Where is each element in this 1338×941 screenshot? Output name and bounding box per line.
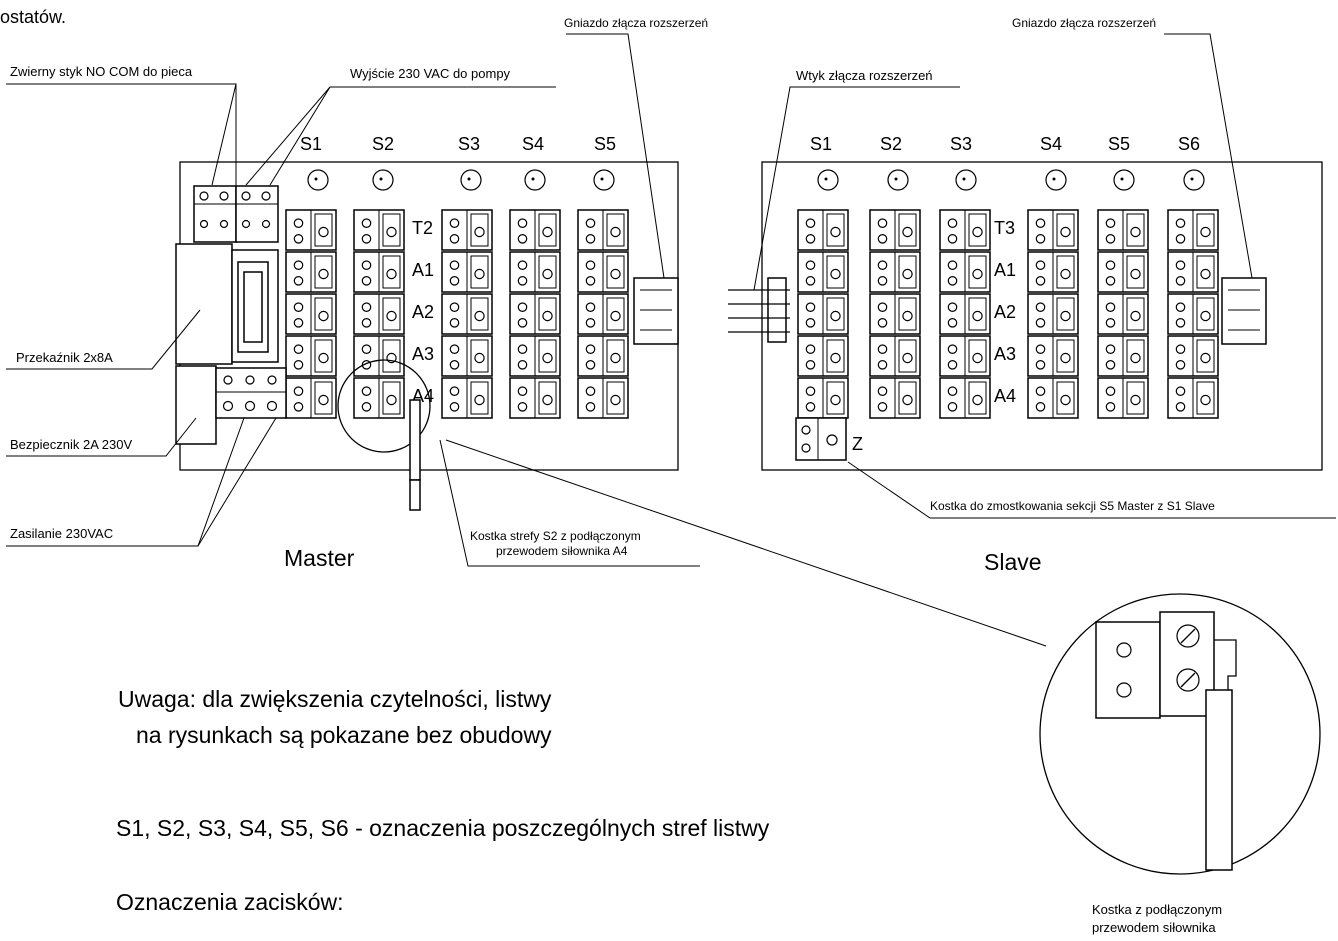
zone-led: [460, 169, 482, 191]
slave-section-s6: S6: [1178, 134, 1200, 154]
slave-section-s2: S2: [880, 134, 902, 154]
master-top-terminals: [193, 185, 279, 243]
slave-section-s1: S1: [810, 134, 832, 154]
master-terminal-a3: A3: [412, 344, 434, 364]
zoom-detail-block: [1095, 611, 1237, 871]
terminals-heading: Oznaczenia zacisków:: [116, 889, 344, 915]
label-no-com: Zwierny styk NO COM do pieca: [10, 64, 193, 79]
master-section-s5: S5: [594, 134, 616, 154]
bridge-terminal-label: Z: [852, 434, 863, 454]
slave-section-s4: S4: [1040, 134, 1062, 154]
slave-title: Slave: [984, 549, 1042, 575]
zone-led: [1045, 169, 1067, 191]
master-expansion-socket: [633, 277, 679, 345]
label-pump: Wyjście 230 VAC do pompy: [350, 66, 511, 81]
label-slave-socket: Gniazdo złącza rozszerzeń: [1012, 16, 1156, 30]
slave-terminal-a1: A1: [994, 260, 1016, 280]
master-terminal-a2: A2: [412, 302, 434, 322]
master-terminal-strips: [285, 209, 629, 419]
slave-terminal-strips: [797, 209, 1219, 419]
master-terminal-a1: A1: [412, 260, 434, 280]
slave-board: [761, 161, 1323, 471]
slave-terminal-a2: A2: [994, 302, 1016, 322]
master-section-s1: S1: [300, 134, 322, 154]
zone-led: [1183, 169, 1205, 191]
power-terminals: [215, 367, 287, 419]
zone-led: [1113, 169, 1135, 191]
label-slave-plug: Wtyk złącza rozszerzeń: [796, 68, 933, 83]
master-section-s2: S2: [372, 134, 394, 154]
zone-led: [955, 169, 977, 191]
label-zoom-2: przewodem siłownika: [1092, 920, 1216, 935]
note-line-1: Uwaga: dla zwiększenia czytelności, list…: [118, 686, 552, 712]
label-s2-block-2: przewodem siłownika A4: [496, 544, 628, 558]
master-section-s3: S3: [458, 134, 480, 154]
slave-section-s3: S3: [950, 134, 972, 154]
slave-zone-leds: [817, 169, 1205, 191]
label-bridge-block: Kostka do zmostkowania sekcji S5 Master …: [930, 499, 1215, 513]
zoom-marker-circle: [337, 359, 431, 453]
label-zoom-1: Kostka z podłączonym: [1092, 902, 1222, 917]
note-line-2: na rysunkach są pokazane bez obudowy: [136, 722, 552, 748]
zone-led: [524, 169, 546, 191]
zoom-detail-circle: [1039, 593, 1321, 875]
slave-terminal-a4: A4: [994, 386, 1016, 406]
label-relay: Przekaźnik 2x8A: [16, 350, 113, 365]
zone-led: [593, 169, 615, 191]
bridge-block: [795, 417, 847, 461]
slave-section-s5: S5: [1108, 134, 1130, 154]
slave-terminal-t3: T3: [994, 218, 1015, 238]
header-fragment: ostatów.: [0, 7, 66, 27]
label-s2-block-1: Kostka strefy S2 z podłączonym: [470, 529, 641, 543]
master-section-s4: S4: [522, 134, 544, 154]
callout-lines: [6, 33, 1336, 647]
master-section-labels: S1 S2 S3 S4 S5: [300, 134, 616, 154]
fuse-holder: [175, 365, 217, 445]
slave-terminal-a3: A3: [994, 344, 1016, 364]
label-power: Zasilanie 230VAC: [10, 526, 113, 541]
master-title: Master: [284, 545, 355, 571]
slave-section-labels: S1 S2 S3 S4 S5 S6: [810, 134, 1200, 154]
master-terminal-t2: T2: [412, 218, 433, 238]
zone-led: [887, 169, 909, 191]
master-zone-leds: [307, 169, 615, 191]
zone-led: [307, 169, 329, 191]
zone-led: [372, 169, 394, 191]
label-fuse: Bezpiecznik 2A 230V: [10, 437, 132, 452]
zones-legend: S1, S2, S3, S4, S5, S6 - oznaczenia posz…: [116, 815, 770, 841]
s2-wired-block: [409, 399, 421, 511]
zone-led: [817, 169, 839, 191]
slave-expansion-plug: [728, 277, 790, 343]
slave-expansion-socket: [1221, 277, 1267, 345]
label-master-socket: Gniazdo złącza rozszerzeń: [564, 16, 708, 30]
relay-module: [175, 243, 279, 365]
